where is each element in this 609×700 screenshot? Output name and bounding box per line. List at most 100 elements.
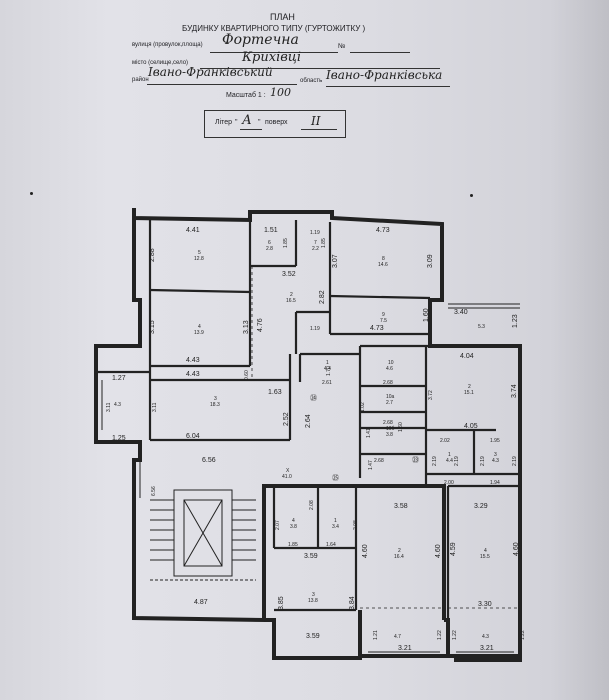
room-number: 7 xyxy=(314,240,317,246)
room-area: 7.5 xyxy=(380,318,387,324)
dim-label: 1.02 xyxy=(360,402,366,412)
number-underline xyxy=(350,52,410,53)
room-number: 1 xyxy=(326,360,329,366)
room-area: 4.3 xyxy=(114,402,121,408)
litera-close-quote: " xyxy=(258,119,261,126)
room-number: 3 xyxy=(214,396,217,402)
dim-label: 1.60 xyxy=(423,308,430,322)
dim-label: 2.19 xyxy=(512,456,518,466)
room-number: 9 xyxy=(382,312,385,318)
dim-label: 4.60 xyxy=(362,544,369,558)
room-area: 12.8 xyxy=(194,256,204,262)
marker-label: ㉕ xyxy=(332,474,339,482)
dim-label: 6.56 xyxy=(151,486,157,496)
district-underline xyxy=(147,84,297,85)
room-area: 2.8 xyxy=(266,246,273,252)
dim-label: 3.58 xyxy=(394,503,408,510)
dim-label: 2.07 xyxy=(275,520,281,530)
room-number: 6 xyxy=(268,240,271,246)
room-number: 4 xyxy=(484,548,487,554)
floor-underline xyxy=(301,129,337,130)
dimension-labels: 4.41 1.51 1.19 4.73 2.88 1.85 1.85 3.07 … xyxy=(106,227,526,652)
dim-label: 2.68 xyxy=(383,420,393,426)
speck xyxy=(30,192,33,195)
floor-value: II xyxy=(311,114,321,128)
dim-label: 2.68 xyxy=(374,458,384,464)
dim-label: 1.23 xyxy=(512,314,519,328)
dim-label: 4.41 xyxy=(186,227,200,234)
dim-label: 1.47 xyxy=(368,460,374,470)
district-label: район xyxy=(132,77,149,83)
dim-label: 4.87 xyxy=(194,599,208,606)
room-number: 10а xyxy=(386,394,395,400)
dim-label: 3.59 xyxy=(304,553,318,560)
street-value: Фортечна xyxy=(222,32,299,48)
dim-label: 1.19 xyxy=(310,230,320,236)
room-number: 2 xyxy=(468,384,471,390)
dim-label: 3.52 xyxy=(282,271,296,278)
room-area: 5.3 xyxy=(478,324,485,330)
dim-label: 1.21 xyxy=(373,630,379,640)
room-area: 16.4 xyxy=(394,554,404,560)
dim-label: 2.68 xyxy=(383,380,393,386)
dim-label: 3.29 xyxy=(474,503,488,510)
city-underline xyxy=(200,68,440,69)
dim-label: 2.64 xyxy=(305,414,312,428)
dim-label: 3.11 xyxy=(152,402,158,412)
dim-label: 4.43 xyxy=(186,371,200,378)
dim-label: 3.07 xyxy=(332,254,339,268)
dim-label: 3.21 xyxy=(480,645,494,652)
room-number: 1 xyxy=(334,518,337,524)
dim-label: 1.25 xyxy=(112,435,126,442)
room-number: 4 xyxy=(198,324,201,330)
dim-label: 1.41 xyxy=(366,428,372,438)
dim-label: 1.94 xyxy=(490,480,500,486)
dim-label: 4.05 xyxy=(464,423,478,430)
number-label: № xyxy=(338,43,346,50)
room-area: 14.6 xyxy=(378,262,388,268)
dim-label: 3.72 xyxy=(428,390,434,400)
dim-label: 3.84 xyxy=(349,596,356,610)
room-number: X xyxy=(286,468,290,474)
city-value: Крихівці xyxy=(242,50,302,65)
city-label: місто (селище,село) xyxy=(132,60,189,66)
room-area: 16.5 xyxy=(286,298,296,304)
dim-label: 3.21 xyxy=(398,645,412,652)
room-area: 3.4 xyxy=(332,524,339,530)
dim-label: 2.61 xyxy=(322,380,332,386)
room-area: 4.7 xyxy=(394,634,401,640)
room-area: 4.4 xyxy=(324,366,331,372)
dim-label: 4.60 xyxy=(513,542,520,556)
dim-label: 1.85 xyxy=(288,542,298,548)
dim-label: 3.74 xyxy=(511,384,518,398)
page-shadow xyxy=(549,0,609,700)
room-area: 4.3 xyxy=(482,634,489,640)
litera-open-quote: " xyxy=(235,119,238,126)
dim-label: 3.59 xyxy=(306,633,320,640)
dim-label: 2.19 xyxy=(454,456,460,466)
room-number: 1 xyxy=(448,452,451,458)
room-area: 2.2 xyxy=(312,246,319,252)
dim-label: 2.19 xyxy=(480,456,486,466)
room-number: 2 xyxy=(290,292,293,298)
room-area: 15.1 xyxy=(464,390,474,396)
dim-label: 2.08 xyxy=(353,520,359,530)
room-area: 13.9 xyxy=(194,330,204,336)
dim-label: 1.22 xyxy=(520,630,526,640)
street-underline xyxy=(210,52,338,53)
dim-label: 1.85 xyxy=(321,238,327,248)
dim-label: 4.60 xyxy=(435,544,442,558)
dim-label: 1.85 xyxy=(283,238,289,248)
plan-walls xyxy=(94,208,522,662)
dim-label: 1.60 xyxy=(398,422,404,432)
dim-label: 4.76 xyxy=(257,318,264,332)
page-subtitle: БУДИНКУ КВАРТИРНОГО ТИПУ (ГУРТОЖИТКУ ) xyxy=(182,24,366,33)
dim-label: 3.30 xyxy=(478,601,492,608)
dim-label: 1.22 xyxy=(452,630,458,640)
dim-label: 6.56 xyxy=(202,457,216,464)
scale-label: Масштаб 1 : xyxy=(226,92,266,99)
dim-label: 1.64 xyxy=(326,542,336,548)
dim-label: 2.08 xyxy=(309,500,315,510)
